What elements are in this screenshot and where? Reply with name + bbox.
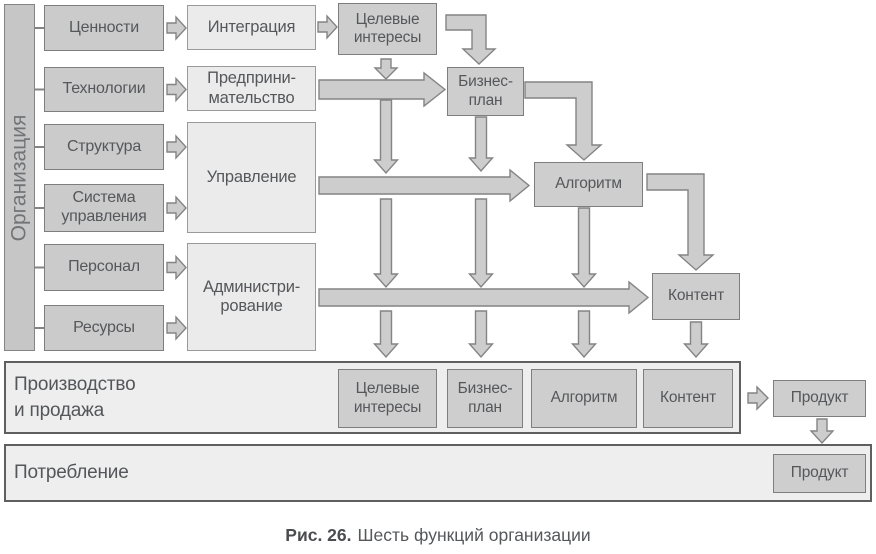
box-product-consumption-label: Продукт [790,464,849,482]
band-box-business-plan: Бизнес- план [447,369,523,428]
arrow-target-interests-to-business-plan-bent [445,14,497,65]
box-administration-label: Администри- рование [202,277,301,315]
box-technologies-label: Технологии [62,80,146,98]
box-technologies: Технологии [44,67,164,112]
arrow-col2-seg3-down [467,310,495,359]
box-values-label: Ценности [69,18,139,36]
arrow-col1-seg1-down [372,99,400,175]
arrow-entrepreneurship-to-business-plan [318,71,447,108]
arrow-col1-seg3-down [372,310,400,359]
box-resources-label: Ресурсы [73,318,135,336]
arrow-algorithm-to-content-bent [646,173,715,271]
arrow-mgmt-system-to-management-icon [166,195,187,221]
organization-bar: Организация [4,4,35,351]
arrow-col2-seg1-down [467,116,495,173]
box-product-production: Продукт [773,380,866,417]
box-personnel: Персонал [44,244,164,291]
organization-label: Организация [7,114,31,241]
org-connector-lines [35,27,44,329]
band-box-algorithm: Алгоритм [531,369,637,428]
box-integration-label: Интеграция [207,17,296,36]
arrow-col1-seg2-down [372,198,400,289]
arrow-values-to-integration-icon [166,15,187,41]
box-personnel-label: Персонал [68,258,140,276]
arrow-technologies-to-entrepreneurship-icon [166,76,187,103]
arrow-business-plan-to-algorithm-bent [524,81,603,161]
box-target-interests-label: Целевые интересы [353,10,422,46]
box-entrepreneurship: Предприни- мательство [187,66,316,111]
arrow-resources-to-administration-icon [166,315,187,341]
band-box-target-interests: Целевые интересы [338,369,437,428]
box-structure-label: Структура [66,137,142,155]
arrow-target-interests-down [373,58,399,80]
arrow-col3-seg3-down [570,310,598,359]
box-administration: Администри- рование [187,243,316,351]
box-business-plan: Бизнес- план [447,67,524,116]
arrow-band-to-product-icon [747,385,769,411]
arrow-col4-seg3-down [682,321,710,359]
box-entrepreneurship-label: Предприни- мательство [207,69,296,107]
arrow-management-to-algorithm [318,168,531,203]
consumption-band-label: Потребление [14,462,129,484]
arrow-personnel-to-administration-icon [166,254,187,281]
box-management-system: Система управления [44,184,164,232]
box-values: Ценности [44,5,164,51]
band-box-content-label: Контент [659,389,716,407]
box-management-system-label: Система управления [61,189,147,225]
arrow-product-to-consumption [809,418,835,445]
band-box-business-plan-label: Бизнес- план [457,380,513,416]
arrow-structure-to-management-icon [166,134,187,160]
box-content-label: Контент [667,287,724,305]
box-product-consumption: Продукт [773,454,866,493]
box-algorithm: Алгоритм [534,162,643,207]
band-box-content: Контент [643,369,733,428]
figure-number: Рис. 26. [285,525,352,545]
box-business-plan-label: Бизнес- план [458,73,513,109]
box-management-label: Управление [206,167,297,186]
arrow-administration-to-content [318,280,650,315]
arrow-col3-seg2-down [570,207,598,289]
production-band-label: Производство и продажа [14,373,136,421]
box-integration: Интеграция [187,5,316,50]
box-management: Управление [187,122,316,233]
arrow-col2-seg2-down [467,198,495,289]
box-algorithm-label: Алгоритм [555,175,622,193]
figure-title: Шесть функций организации [357,525,591,545]
band-box-target-interests-label: Целевые интересы [353,380,422,416]
box-content: Контент [652,273,740,320]
consumption-band [4,444,872,502]
box-product-production-label: Продукт [790,389,849,407]
box-resources: Ресурсы [44,305,164,351]
band-box-algorithm-label: Алгоритм [550,389,618,407]
figure-caption: Рис. 26.Шесть функций организации [0,525,876,546]
box-target-interests: Целевые интересы [338,3,437,55]
box-structure: Структура [44,124,164,170]
arrow-integration-to-target-interests [317,14,338,40]
